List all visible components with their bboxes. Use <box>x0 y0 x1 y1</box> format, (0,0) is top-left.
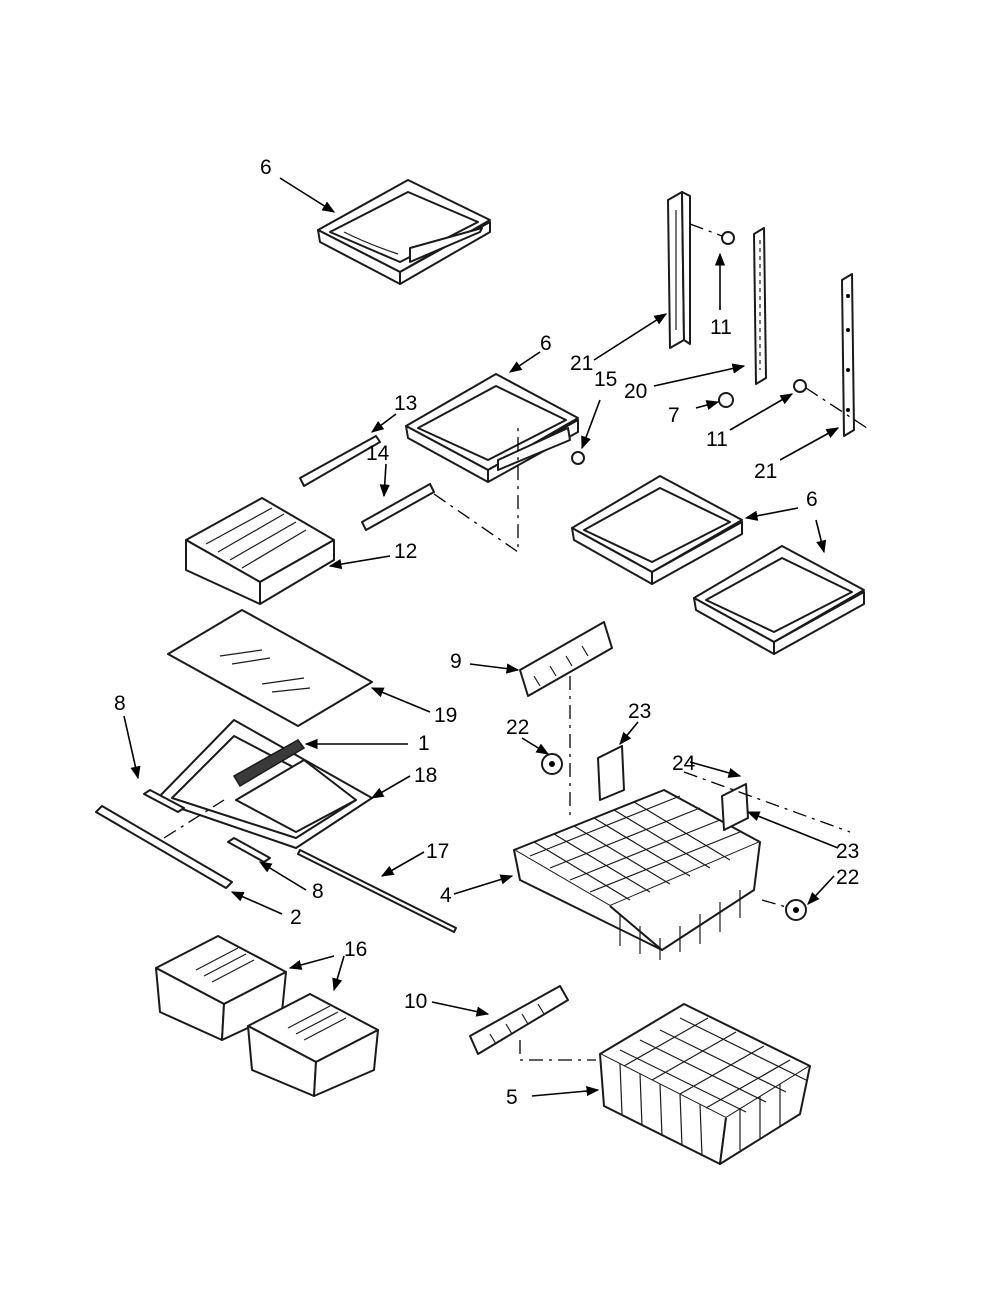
callout-8-left: 8 <box>114 692 126 715</box>
bracket-23-right <box>721 783 749 831</box>
alignment-line-10 <box>519 1040 596 1061</box>
rail-20 <box>753 227 767 385</box>
callout-23-right: 23 <box>836 840 859 863</box>
callout-7: 7 <box>668 404 680 427</box>
leaders <box>123 177 840 1097</box>
crisper-12 <box>185 497 335 605</box>
screw-15 <box>571 451 585 465</box>
bracket-23-left <box>597 745 625 801</box>
bracket-10 <box>469 985 569 1055</box>
alignment-line-18 <box>163 799 225 839</box>
callout-6-right-upper: 6 <box>806 488 818 511</box>
slide-14 <box>361 483 435 531</box>
screw-7 <box>718 392 734 408</box>
callout-4: 4 <box>440 884 452 907</box>
callout-5: 5 <box>506 1086 518 1109</box>
wheel-22-right <box>785 899 807 921</box>
rail-2 <box>95 805 233 889</box>
callout-24: 24 <box>672 752 696 775</box>
shelf-6-top <box>317 179 491 285</box>
basket-4 <box>513 789 761 960</box>
screw-11-upper <box>689 223 735 245</box>
crisper-frame-18 <box>155 719 373 849</box>
drawer-16-left <box>155 935 287 1041</box>
callout-21-upper: 21 <box>570 352 593 375</box>
clip-8-left <box>143 789 185 813</box>
callout-22-left: 22 <box>506 716 529 739</box>
callout-6-top: 6 <box>260 156 272 179</box>
callout-21-lower: 21 <box>754 460 777 483</box>
callout-6-middle: 6 <box>540 332 552 355</box>
callout-11-upper: 11 <box>710 316 732 339</box>
slide-1 <box>232 739 306 788</box>
screw-11-lower <box>793 379 871 431</box>
callout-13: 13 <box>394 392 417 415</box>
rod-17 <box>297 849 457 933</box>
callout-15: 15 <box>594 368 617 391</box>
callout-10: 10 <box>404 990 427 1013</box>
basket-5 <box>599 1003 811 1165</box>
wheel-22-left <box>541 753 563 775</box>
shelf-6-right-upper <box>571 475 743 585</box>
alignment-line-24 <box>683 771 851 833</box>
callout-8-right: 8 <box>312 880 324 903</box>
alignment-line-22 <box>761 899 791 909</box>
shelf-6-right-lower <box>693 545 865 655</box>
callout-20: 20 <box>624 380 647 403</box>
shelf-6-middle <box>405 373 579 483</box>
clip-8-right <box>227 837 271 863</box>
rail-21-lower <box>841 273 855 437</box>
alignment-line-14 <box>433 426 519 554</box>
callout-17: 17 <box>426 840 449 863</box>
callout-22-right: 22 <box>836 866 859 889</box>
slide-13 <box>299 435 381 487</box>
callout-9: 9 <box>450 650 462 673</box>
callout-23-top: 23 <box>628 700 651 723</box>
callout-1: 1 <box>418 732 430 755</box>
callout-18: 18 <box>414 764 437 787</box>
glass-shelf-19 <box>167 609 373 727</box>
drawer-16-right <box>247 993 379 1097</box>
rail-21-upper <box>667 191 691 349</box>
callout-2: 2 <box>290 906 302 929</box>
callout-19: 19 <box>434 704 457 727</box>
callout-16: 16 <box>344 938 367 961</box>
bracket-9 <box>519 621 613 697</box>
callout-14: 14 <box>366 442 390 465</box>
callout-12: 12 <box>394 540 417 563</box>
callout-11-lower: 11 <box>706 428 728 451</box>
